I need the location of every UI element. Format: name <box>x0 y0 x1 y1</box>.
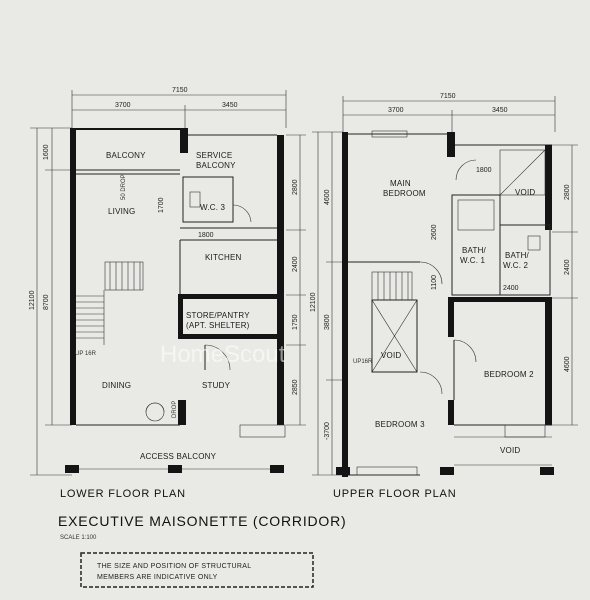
room-void-top: VOID <box>515 188 535 197</box>
upper-dim-inner-1800: 1800 <box>476 167 492 174</box>
store-wall-bottom <box>178 334 282 339</box>
upper-dim-inner-2600: 2600 <box>431 224 438 240</box>
room-balcony: BALCONY <box>106 151 146 160</box>
room-bath2-2: W.C. 2 <box>503 261 529 270</box>
lower-column-bottom <box>178 400 186 425</box>
watermark: HomeScout <box>160 341 286 368</box>
dim-left-1600: 1600 <box>43 144 50 160</box>
room-store-1: STORE/PANTRY <box>186 311 250 320</box>
room-bath2-1: BATH/ <box>505 251 530 260</box>
dim-right-2800: 2800 <box>292 179 299 195</box>
dim-right-2850: 2850 <box>292 379 299 395</box>
dim-left-12100: 12100 <box>29 290 36 310</box>
dim-top-left: 3700 <box>115 102 131 109</box>
room-void-mid: VOID <box>381 351 401 360</box>
upper-floor-title: UPPER FLOOR PLAN <box>333 488 456 500</box>
dim-right-1750: 1750 <box>292 314 299 330</box>
room-kitchen: KITCHEN <box>205 253 242 262</box>
lower-wall-right <box>277 135 284 425</box>
upper-dim-right-2400: 2400 <box>564 259 571 275</box>
note-line-1: THE SIZE AND POSITION OF STRUCTURAL <box>97 563 251 570</box>
room-service-balcony-1: SERVICE <box>196 151 232 160</box>
lower-wall-top <box>70 128 180 130</box>
upper-column-bm <box>440 467 454 475</box>
dim-inner-50: 50 DROP <box>121 174 127 200</box>
room-living: LIVING <box>108 207 135 216</box>
upper-dim-right-2800: 2800 <box>564 184 571 200</box>
lower-column-bm <box>168 465 182 473</box>
lower-column-bl <box>65 465 79 473</box>
upper-dim-left-3700: -3700 <box>324 422 331 440</box>
upper-floor-plan: 7150 3700 3450 4600 12100 3800 -3700 280… <box>310 93 578 500</box>
upper-dim-right-4600: 4600 <box>564 356 571 372</box>
upper-up16r: UP16R <box>353 359 373 365</box>
upper-dim-top-total: 7150 <box>440 93 456 100</box>
bedroom2-wall-top <box>448 297 552 302</box>
upper-dim-inner-1100: 1100 <box>431 275 438 290</box>
room-study: STUDY <box>202 381 231 390</box>
dim-top-total: 7150 <box>172 87 188 94</box>
lower-wall-left <box>70 128 76 425</box>
store-wall-right <box>277 294 282 339</box>
lower-stairs <box>76 261 144 345</box>
lower-floor-title: LOWER FLOOR PLAN <box>60 488 186 500</box>
bedroom2-wall-left <box>448 297 454 337</box>
dim-right-2400: 2400 <box>292 256 299 272</box>
upper-column-bl <box>336 467 350 475</box>
dim-top-right: 3450 <box>222 102 238 109</box>
room-bath1-2: W.C. 1 <box>460 256 486 265</box>
upper-dim-left-3800: 3800 <box>324 314 331 330</box>
room-access-balcony: ACCESS BALCONY <box>140 452 217 461</box>
upper-dim-top-left: 3700 <box>388 107 404 114</box>
upper-void-mid-box <box>371 299 418 373</box>
upper-void-top-box <box>499 149 546 196</box>
upper-column-br <box>540 467 554 475</box>
upper-wall-right-top <box>545 145 552 230</box>
lower-up16r: UP 16R <box>75 351 97 357</box>
lower-drop: DROP <box>172 401 178 418</box>
room-wc3: W.C. 3 <box>200 203 226 212</box>
room-main-bedroom-2: BEDROOM <box>383 189 426 198</box>
room-service-balcony-2: BALCONY <box>196 161 236 170</box>
bath2-room <box>499 224 551 296</box>
upper-stairs <box>371 271 418 373</box>
room-bedroom2: BEDROOM 2 <box>484 370 534 379</box>
room-dining: DINING <box>102 381 131 390</box>
upper-column-top <box>447 132 455 157</box>
upper-column-mid <box>448 400 454 425</box>
room-main-bedroom-1: MAIN <box>390 179 411 188</box>
dim-left-8700: 8700 <box>43 294 50 310</box>
room-bath1-1: BATH/ <box>462 246 487 255</box>
main-title: EXECUTIVE MAISONETTE (CORRIDOR) <box>58 513 346 529</box>
store-wall-top <box>178 294 282 299</box>
upper-dim-top-right: 3450 <box>492 107 508 114</box>
dim-inner-1800: 1800 <box>198 232 214 239</box>
lower-floor-plan: 7150 3700 3450 1600 8700 12100 2800 2400… <box>29 87 306 500</box>
room-void-bottom: VOID <box>500 446 520 455</box>
dim-inner-1700: 1700 <box>158 197 165 213</box>
bedroom2-wall-right <box>545 297 552 425</box>
upper-wall-left <box>342 132 348 477</box>
upper-dim-left-4600: 4600 <box>324 189 331 205</box>
upper-dim-left-12100: 12100 <box>310 292 317 312</box>
scale-label: SCALE 1:100 <box>60 535 97 541</box>
bath1-room <box>451 194 501 296</box>
room-bedroom3: BEDROOM 3 <box>375 420 425 429</box>
note-line-2: MEMBERS ARE INDICATIVE ONLY <box>97 574 218 581</box>
room-store-2: (APT. SHELTER) <box>186 321 250 330</box>
store-wall-left <box>178 294 183 339</box>
structural-note: THE SIZE AND POSITION OF STRUCTURAL MEMB… <box>80 552 314 588</box>
lower-column <box>180 128 188 153</box>
lower-column-br <box>270 465 284 473</box>
wc3-room <box>182 176 234 223</box>
upper-dim-inner-2400: 2400 <box>503 285 519 292</box>
